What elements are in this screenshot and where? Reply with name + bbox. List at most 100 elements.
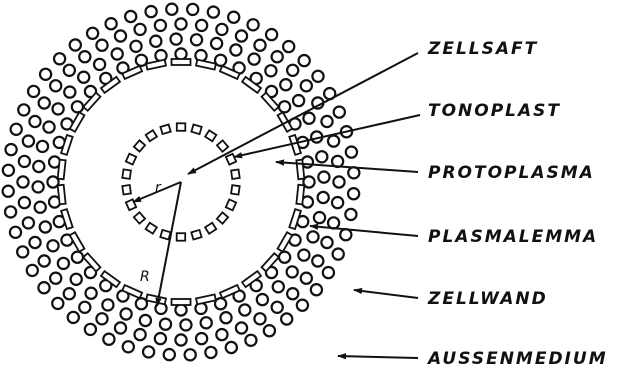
wall-particle xyxy=(28,86,39,97)
wall-particle xyxy=(72,101,83,112)
wall-particle xyxy=(79,51,90,62)
wall-particle xyxy=(3,186,14,197)
wall-particle xyxy=(196,333,207,344)
wall-particle xyxy=(112,48,123,59)
wall-particle xyxy=(185,349,196,360)
wall-particle xyxy=(216,24,227,35)
wall-particle xyxy=(333,176,344,187)
wall-particle xyxy=(150,36,161,47)
wall-particle xyxy=(140,315,151,326)
wall-particle xyxy=(136,55,147,66)
wall-particle xyxy=(265,65,276,76)
wall-particle xyxy=(230,44,241,55)
wall-particle xyxy=(155,20,166,31)
wall-particle xyxy=(340,229,351,240)
wall-particle xyxy=(236,30,247,41)
wall-particle xyxy=(115,30,126,41)
wall-particle xyxy=(155,333,166,344)
wall-particle xyxy=(287,65,298,76)
label-tonoplast: TONOPLAST xyxy=(428,101,561,121)
tonoplast-segment xyxy=(177,233,186,241)
wall-particle xyxy=(249,54,260,65)
wall-particle xyxy=(287,266,298,277)
wall-particle xyxy=(96,40,107,51)
plasmalemma-segment xyxy=(146,294,166,304)
wall-particle xyxy=(348,188,359,199)
wall-particle xyxy=(70,39,81,50)
wall-particle xyxy=(17,176,28,187)
wall-particle xyxy=(87,28,98,39)
wall-particle xyxy=(10,227,21,238)
wall-particle xyxy=(38,282,49,293)
tonoplast-segment xyxy=(122,169,131,178)
wall-particle xyxy=(226,342,237,353)
wall-particle xyxy=(11,124,22,135)
label-plasmalemma: PLASMALEMMA xyxy=(428,227,598,247)
wall-particle xyxy=(348,167,359,178)
tonoplast-segment xyxy=(160,124,170,134)
wall-particle xyxy=(68,312,79,323)
tonoplast-segment xyxy=(231,185,240,194)
wall-particle xyxy=(29,116,40,127)
wall-particle xyxy=(280,79,291,90)
wall-particle xyxy=(53,103,64,114)
wall-particle xyxy=(228,12,239,23)
wall-particle xyxy=(3,165,14,176)
wall-particle xyxy=(301,273,312,284)
wall-particle xyxy=(215,298,226,309)
wall-particle xyxy=(43,122,54,133)
tonoplast-segment xyxy=(231,169,240,178)
label-aussenmedium: AUSSENMEDIUM xyxy=(426,349,608,369)
wall-particle xyxy=(254,40,265,51)
wall-particle xyxy=(94,59,105,70)
wall-particle xyxy=(196,20,207,31)
wall-particle xyxy=(17,246,28,257)
labels: ZELLSAFT TONOPLAST PROTOPLASMA PLASMALEM… xyxy=(426,39,608,369)
wall-particle xyxy=(328,136,339,147)
aussenmedium-pointer xyxy=(338,356,418,358)
wall-particle xyxy=(33,181,44,192)
tonoplast-segment xyxy=(160,230,170,240)
wall-particle xyxy=(346,147,357,158)
wall-particle xyxy=(136,298,147,309)
plasmalemma-segment xyxy=(172,59,191,65)
plasmalemma-segment xyxy=(296,185,304,205)
wall-particle xyxy=(257,294,268,305)
wall-particle xyxy=(47,240,58,251)
wall-particle xyxy=(35,202,46,213)
wall-particle xyxy=(333,249,344,260)
wall-particle xyxy=(40,69,51,80)
wall-particle xyxy=(323,267,334,278)
wall-particle xyxy=(216,329,227,340)
wall-particle xyxy=(29,237,40,248)
plasmalemma-segment xyxy=(196,60,216,70)
wall-particle xyxy=(40,221,51,232)
plasmalemma-segment xyxy=(196,294,216,304)
wall-particle xyxy=(115,322,126,333)
wall-particle xyxy=(143,346,154,357)
wall-particle xyxy=(106,18,117,29)
wall-particle xyxy=(123,341,134,352)
wall-particle xyxy=(19,197,30,208)
wall-particle xyxy=(254,313,265,324)
wall-particle xyxy=(303,113,314,124)
tonoplast-segment xyxy=(177,123,186,131)
plasmalemma-segment xyxy=(58,185,66,205)
wall-particle xyxy=(102,299,113,310)
wall-particle xyxy=(79,302,90,313)
wall-particle xyxy=(281,313,292,324)
wall-particle xyxy=(160,319,171,330)
wall-particle xyxy=(23,136,34,147)
wall-particle xyxy=(164,349,175,360)
wall-particle xyxy=(208,7,219,18)
wall-particle xyxy=(64,288,75,299)
wall-particle xyxy=(130,41,141,52)
wall-particle xyxy=(236,322,247,333)
wall-particle xyxy=(201,317,212,328)
wall-particle xyxy=(52,298,63,309)
tonoplast-segment xyxy=(191,124,201,134)
wall-particle xyxy=(272,51,283,62)
wall-particle xyxy=(287,288,298,299)
wall-particle xyxy=(175,334,186,345)
